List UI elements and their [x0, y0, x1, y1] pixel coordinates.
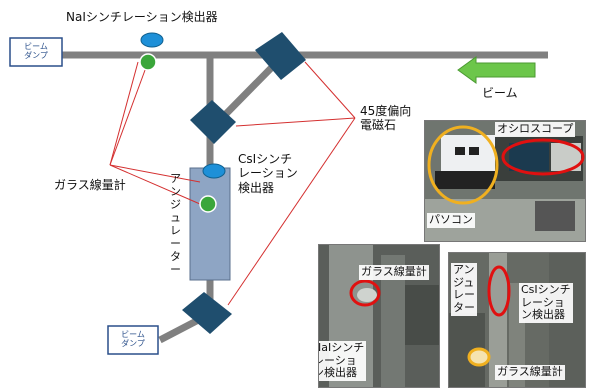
- csi-label-line1: CsIシンチ: [238, 152, 293, 166]
- csi-detector-label: CsIシンチ レーション 検出器: [238, 152, 298, 195]
- csi-photo-attenuator-label: アン ジュ レー ター: [451, 263, 477, 316]
- csi-detector-marker: [202, 163, 226, 179]
- beam-dump-bottom-label: ビーム ダンプ: [108, 330, 158, 348]
- nai-photo-glass-label: ガラス線量計: [359, 265, 429, 280]
- beam-arrow-icon: [457, 56, 536, 84]
- beam-dump-top-line1: ビーム: [24, 42, 48, 51]
- attenuator-bar: [189, 167, 231, 281]
- csi-label-line3: 検出器: [238, 180, 275, 195]
- csi-photo-line2: レーショ: [521, 295, 565, 309]
- beam-dump-top-label: ビーム ダンプ: [10, 42, 62, 60]
- csi-photo-glass-label: ガラス線量計: [495, 365, 565, 380]
- photo-pc-oscilloscope: オシロスコープ パソコン: [424, 120, 586, 242]
- nai-photo-line2: レーショ: [319, 353, 357, 367]
- bend-magnet-label: 45度偏向 電磁石: [360, 104, 411, 133]
- branch-line-diagonal-upper: [215, 55, 284, 125]
- attenuator-vertical-label: アンジュレーター: [170, 172, 181, 276]
- csi-label-line2: レーション: [238, 166, 298, 181]
- csi-photo-line3: ン検出器: [521, 308, 565, 322]
- beam-label: ビーム: [482, 86, 518, 100]
- photo-csi-highlights: [467, 265, 511, 367]
- nai-photo-line1: NaIシンチ: [318, 341, 365, 354]
- magnet-lower: [182, 292, 232, 334]
- magnet-middle: [190, 100, 236, 144]
- photo-pc-highlights: [427, 125, 585, 205]
- beam-dump-bottom-line2: ダンプ: [121, 339, 145, 349]
- nai-photo-glass-highlight: [349, 279, 381, 307]
- pc-label: パソコン: [427, 213, 475, 228]
- callout-lines: [109, 61, 356, 306]
- beam-dump-top-box: [9, 37, 63, 67]
- oscilloscope-highlight-circle: [501, 138, 585, 176]
- csi-photo-detector-label: CsIシンチ レーショ ン検出器: [519, 283, 573, 323]
- bend-magnet-label-line2: 電磁石: [360, 118, 397, 133]
- photo-nai-detector: ガラス線量計 NaIシンチ レーショ ン検出器: [318, 244, 440, 388]
- csi-photo-detector-highlight: [487, 265, 511, 317]
- csi-photo-att-line2: ジュ: [453, 275, 475, 289]
- bend-magnet-label-line1: 45度偏向: [360, 104, 412, 118]
- photo-csi-detector: アン ジュ レー ター CsIシンチ レーショ ン検出器 ガラス線量計: [448, 252, 586, 388]
- csi-photo-att-line3: レー: [453, 288, 475, 302]
- glass-dosimeter-marker-top: [139, 53, 157, 71]
- nai-photo-detector-label: NaIシンチ レーショ ン検出器: [318, 341, 367, 381]
- csi-photo-att-line1: アン: [453, 263, 475, 276]
- beam-dump-top-line2: ダンプ: [24, 51, 48, 61]
- csi-photo-att-line4: ター: [453, 300, 475, 314]
- csi-photo-line1: CsIシンチ: [521, 283, 571, 296]
- nai-detector-label: NaIシンチレーション検出器: [66, 10, 218, 24]
- beam-dump-bottom-line1: ビーム: [121, 330, 145, 339]
- glass-dosimeter-marker-middle: [199, 195, 217, 213]
- glass-dosimeter-label: ガラス線量計: [54, 178, 126, 192]
- pc-highlight-circle: [427, 125, 499, 205]
- magnet-upper-right: [255, 32, 306, 80]
- beam-dump-bottom-box: [107, 325, 159, 355]
- csi-photo-glass-highlight: [467, 347, 491, 367]
- photo-nai-highlights: [349, 279, 381, 307]
- oscilloscope-label: オシロスコープ: [495, 122, 576, 137]
- nai-detector-marker: [140, 32, 164, 48]
- nai-photo-line3: ン検出器: [319, 366, 357, 380]
